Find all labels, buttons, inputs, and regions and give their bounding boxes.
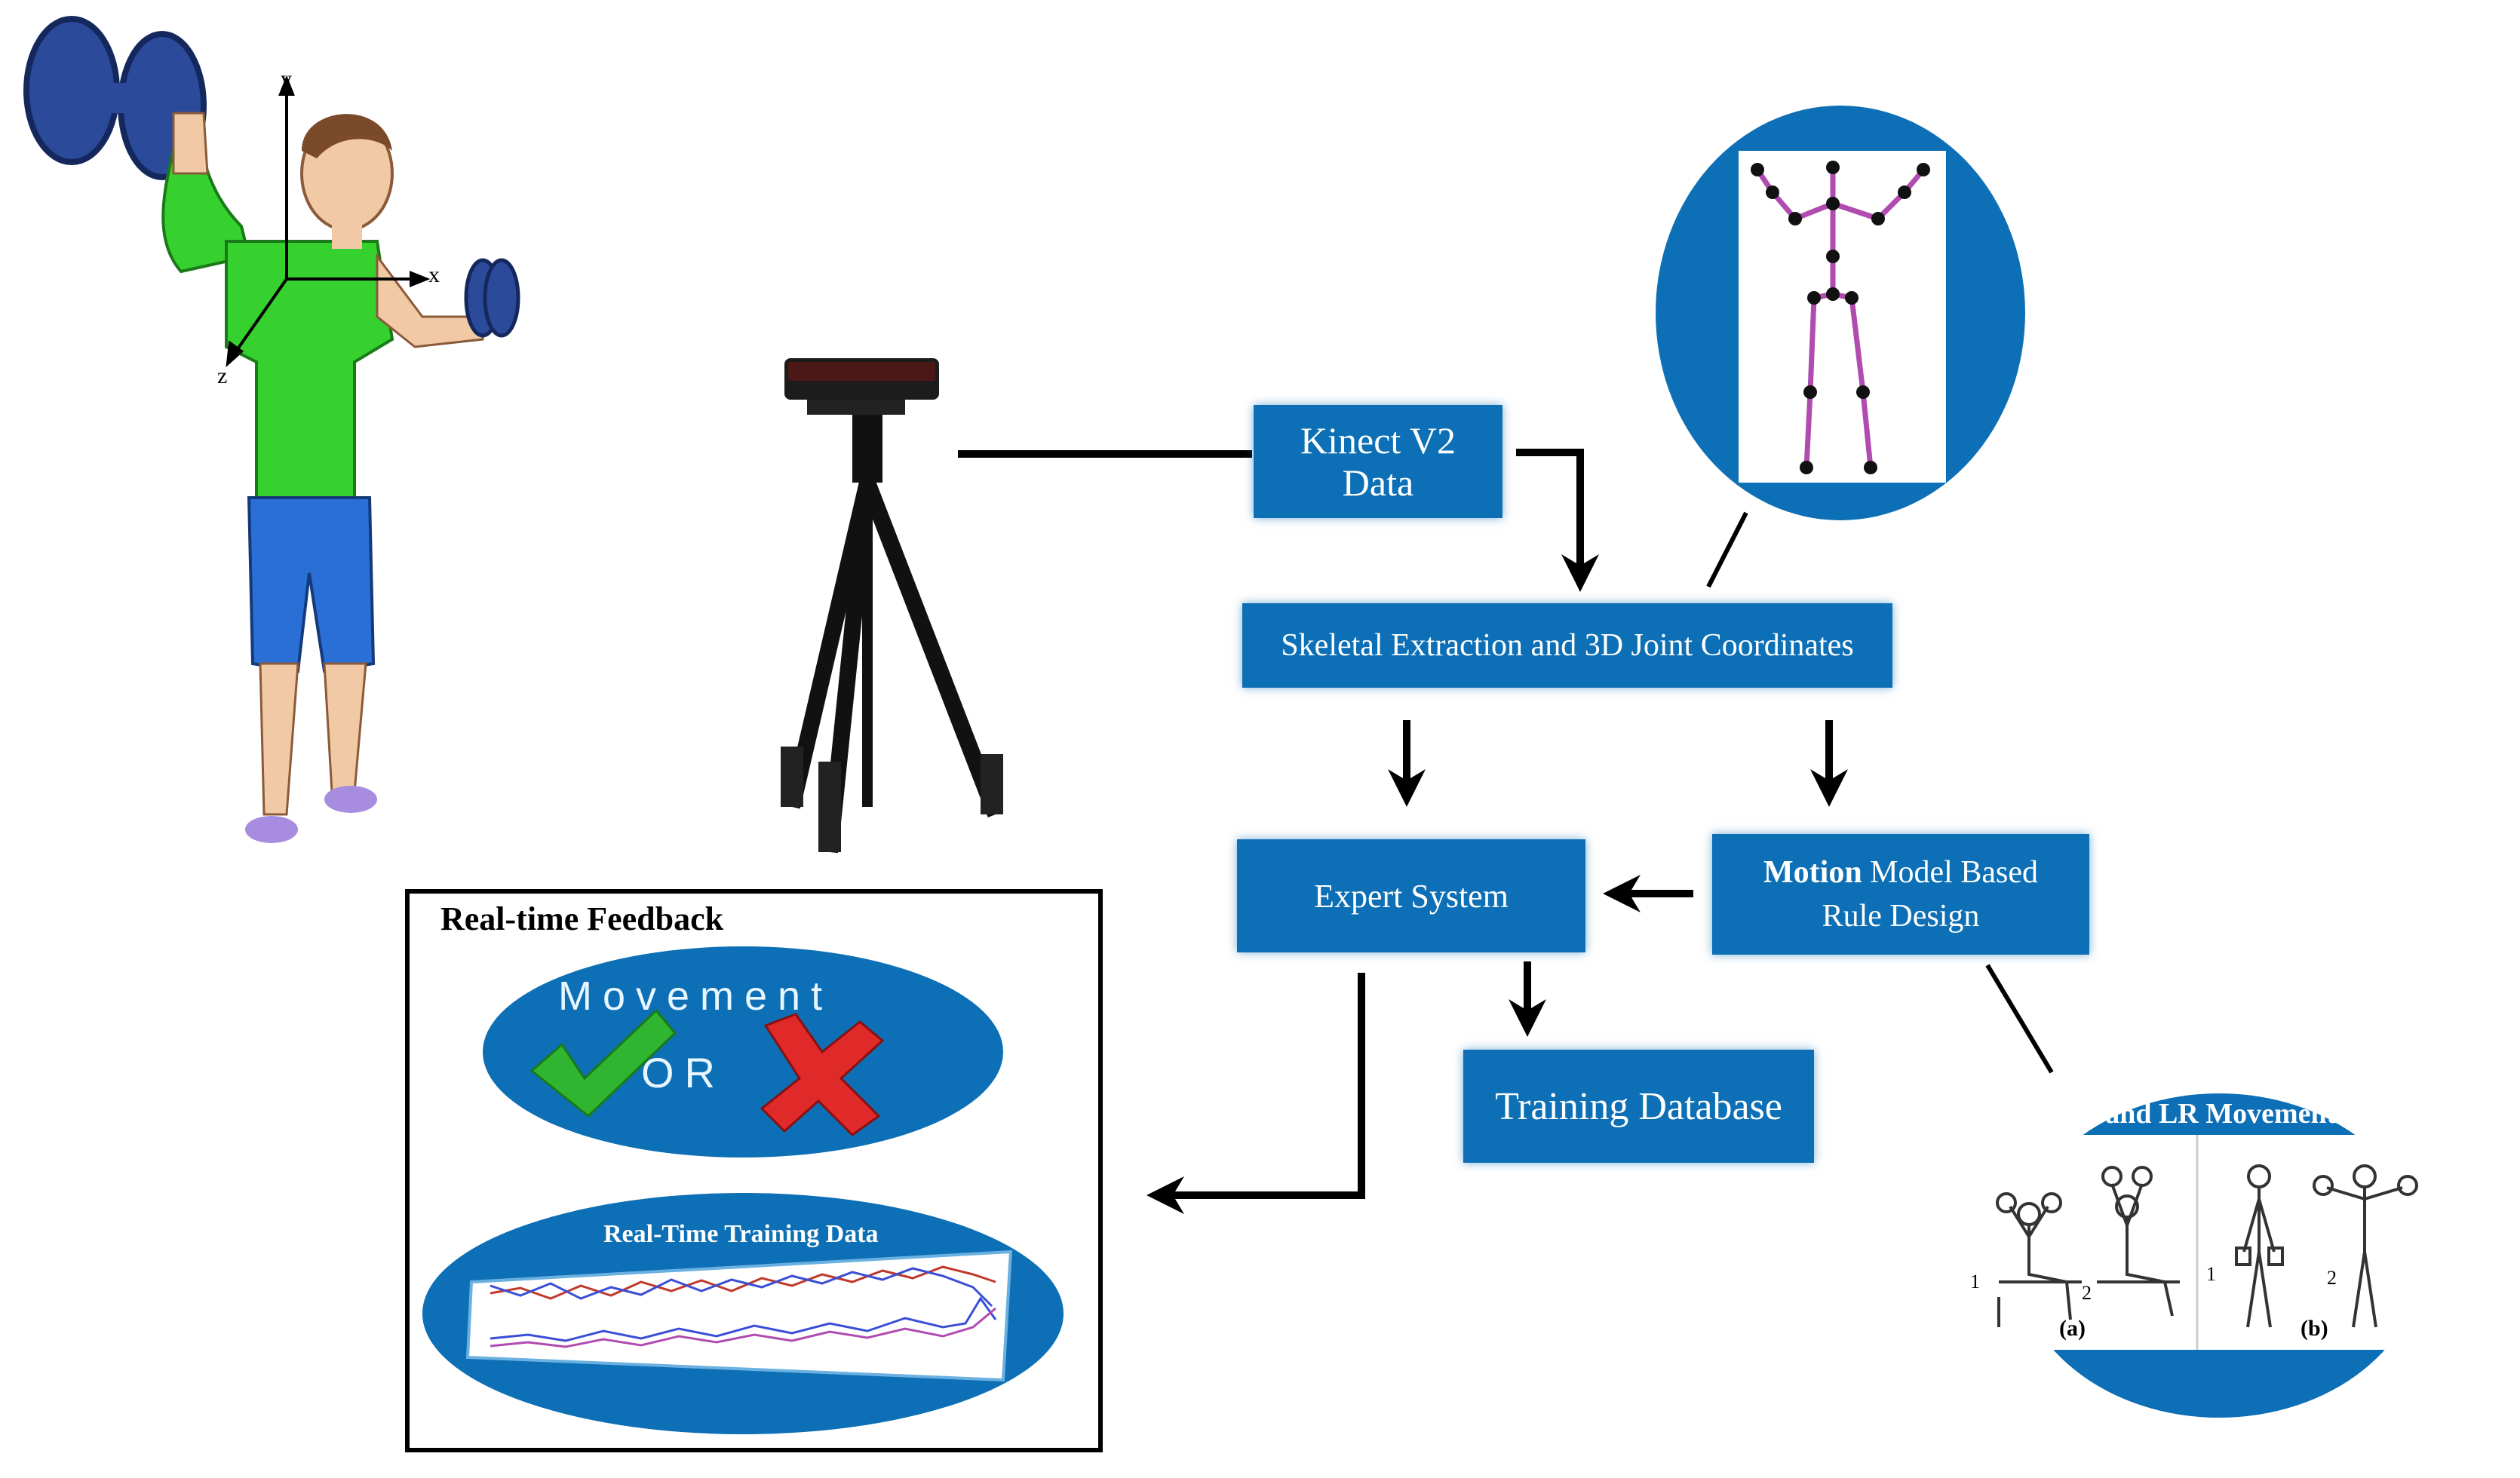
- dsp-label-b: (b): [2301, 1316, 2328, 1341]
- dsp-step-1b: 1: [2206, 1263, 2216, 1285]
- motion-line2: Rule Design: [1822, 899, 1980, 934]
- or-word: OR: [641, 1049, 726, 1096]
- training-database-box: Training Database: [1463, 1050, 1814, 1163]
- axis-y-label: y: [281, 66, 292, 91]
- training-label: Training Database: [1495, 1084, 1782, 1128]
- skeletal-extraction-box: Skeletal Extraction and 3D Joint Coordin…: [1242, 603, 1892, 688]
- feedback-title: Real-time Feedback: [440, 900, 724, 937]
- motion-line1: Motion Model Based: [1763, 851, 2038, 894]
- kinect-data-box: Kinect V2 Data: [1254, 405, 1502, 518]
- motion-bold-word: Motion: [1763, 855, 1862, 890]
- dsp-step-2b: 2: [2327, 1267, 2337, 1289]
- kinect-tripod: [781, 358, 1004, 854]
- motion-model-box: Motion Model Based Rule Design: [1712, 834, 2089, 955]
- skeleton-connector: [1706, 511, 1748, 588]
- kinect-to-skeletal-arrow: [1516, 449, 1599, 592]
- kinect-line2: Data: [1342, 461, 1414, 504]
- realtime-data-label: Real-Time Training Data: [603, 1220, 879, 1248]
- dsp-title: DSP and LR Movements: [2046, 1098, 2348, 1130]
- flow-arrows: [958, 449, 1848, 1214]
- exercise-sketches: [1996, 1164, 2418, 1328]
- skeleton-figure: [1656, 106, 2025, 520]
- skeletal-label: Skeletal Extraction and 3D Joint Coordin…: [1281, 628, 1854, 663]
- dsp-panel: [1967, 1093, 2431, 1418]
- coordinate-axes: [226, 75, 431, 367]
- athlete-figure: [23, 16, 520, 843]
- expert-to-feedback-arrow: [1146, 973, 1365, 1214]
- movement-word: Movement: [558, 974, 833, 1019]
- expert-system-box: Expert System: [1237, 839, 1585, 952]
- axis-x-label: x: [428, 262, 440, 287]
- expert-label: Expert System: [1314, 877, 1509, 915]
- dsp-step-1a: 1: [1970, 1271, 1980, 1292]
- dumbbell-right-icon: [464, 258, 520, 338]
- dsp-label-a: (a): [2059, 1316, 2086, 1341]
- kinect-line1: Kinect V2: [1300, 419, 1456, 461]
- dsp-step-2a: 2: [2082, 1282, 2092, 1304]
- axis-z-label: z: [217, 363, 228, 388]
- motion-to-dsp-connector: [1985, 964, 2054, 1074]
- motion-rest: Model Based: [1862, 855, 2038, 890]
